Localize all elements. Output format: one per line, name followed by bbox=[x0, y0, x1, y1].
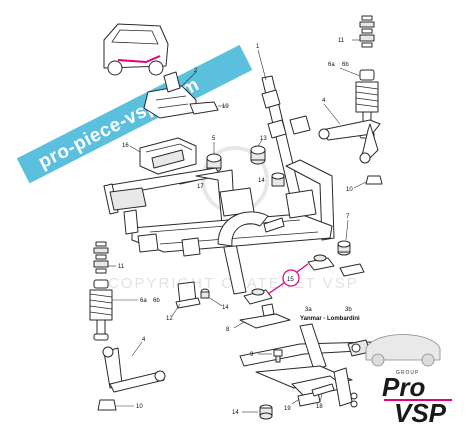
chassis-frame bbox=[103, 75, 335, 295]
callout-4-bottom: 4 bbox=[142, 337, 146, 343]
logo-car-silhouette bbox=[365, 334, 441, 361]
shock-absorber-bottom bbox=[89, 279, 113, 341]
callout-14-mid: 14 bbox=[258, 178, 265, 184]
callout-19-bottom: 19 bbox=[284, 406, 291, 412]
rubber-mount-7 bbox=[337, 240, 351, 256]
provsp-logo: GROUP Pro VSP bbox=[365, 334, 452, 428]
callout-11-top: 11 bbox=[338, 38, 345, 44]
callout-14-low: 14 bbox=[222, 305, 229, 311]
mount-pads-15 bbox=[243, 254, 365, 305]
callout-13: 13 bbox=[260, 136, 267, 142]
callout-7: 7 bbox=[346, 214, 350, 220]
bolt-9 bbox=[273, 349, 283, 363]
vehicle-thumbnail bbox=[103, 23, 169, 76]
callout-4-top: 4 bbox=[322, 98, 326, 104]
callout-6a-top: 6a bbox=[328, 62, 335, 68]
banner-band bbox=[16, 44, 253, 184]
thumbnail-chassis-highlight bbox=[117, 55, 161, 64]
bracket-12 bbox=[175, 281, 201, 309]
logo-pro-text: Pro bbox=[382, 372, 425, 402]
callout-9: 9 bbox=[250, 352, 254, 358]
cross-member-16 bbox=[139, 137, 197, 175]
callout-18: 18 bbox=[316, 404, 323, 410]
control-arm-top bbox=[318, 119, 381, 164]
callout-11-bottom: 11 bbox=[118, 264, 125, 270]
callout-5: 5 bbox=[212, 136, 216, 142]
bracket-19-top bbox=[189, 101, 219, 115]
bushing-stack-bottom bbox=[93, 241, 109, 274]
callout-12: 12 bbox=[166, 316, 173, 322]
callout-3b: 3b bbox=[345, 307, 352, 313]
highlight-arrow-right bbox=[296, 263, 309, 273]
plate-8 bbox=[239, 303, 291, 329]
callout-1: 1 bbox=[256, 44, 260, 50]
highlight-arrow-left bbox=[267, 282, 285, 295]
callout-3a: 3a bbox=[305, 307, 312, 313]
callout-10-bottom: 10 bbox=[136, 404, 143, 410]
callout-10-top: 10 bbox=[346, 187, 353, 193]
callout-17: 17 bbox=[197, 184, 204, 190]
highlight-ring-15 bbox=[282, 269, 300, 287]
engine-cradle bbox=[239, 323, 377, 397]
logo-group-text: GROUP bbox=[396, 370, 419, 376]
rubber-mount-14-low bbox=[200, 288, 210, 299]
callout-14-bottom: 14 bbox=[232, 410, 239, 416]
bushing-stack-top bbox=[359, 15, 375, 48]
clamp-bottom bbox=[97, 399, 117, 411]
rubber-mount-14-mid bbox=[271, 172, 285, 187]
callout-19-top: 19 bbox=[222, 104, 229, 110]
callout-16: 16 bbox=[122, 143, 129, 149]
callout-2: 2 bbox=[194, 68, 198, 74]
callout-8: 8 bbox=[226, 327, 230, 333]
link-rods-right bbox=[333, 367, 358, 408]
rubber-mount-13 bbox=[250, 145, 266, 165]
clamp-top bbox=[365, 175, 383, 185]
rubber-mount-14-bottom bbox=[259, 404, 273, 420]
callout-6a-bottom: 6a bbox=[140, 298, 147, 304]
rod-18 bbox=[311, 383, 335, 397]
callout-15: 15 bbox=[287, 277, 294, 283]
control-arm-bottom bbox=[102, 346, 166, 393]
callout-6b-bottom: 6b bbox=[153, 298, 160, 304]
logo-vsp-text: VSP bbox=[394, 398, 447, 428]
callout-6b-top: 6b bbox=[342, 62, 349, 68]
engine-label: Yanmar - Lombardini bbox=[300, 316, 360, 322]
